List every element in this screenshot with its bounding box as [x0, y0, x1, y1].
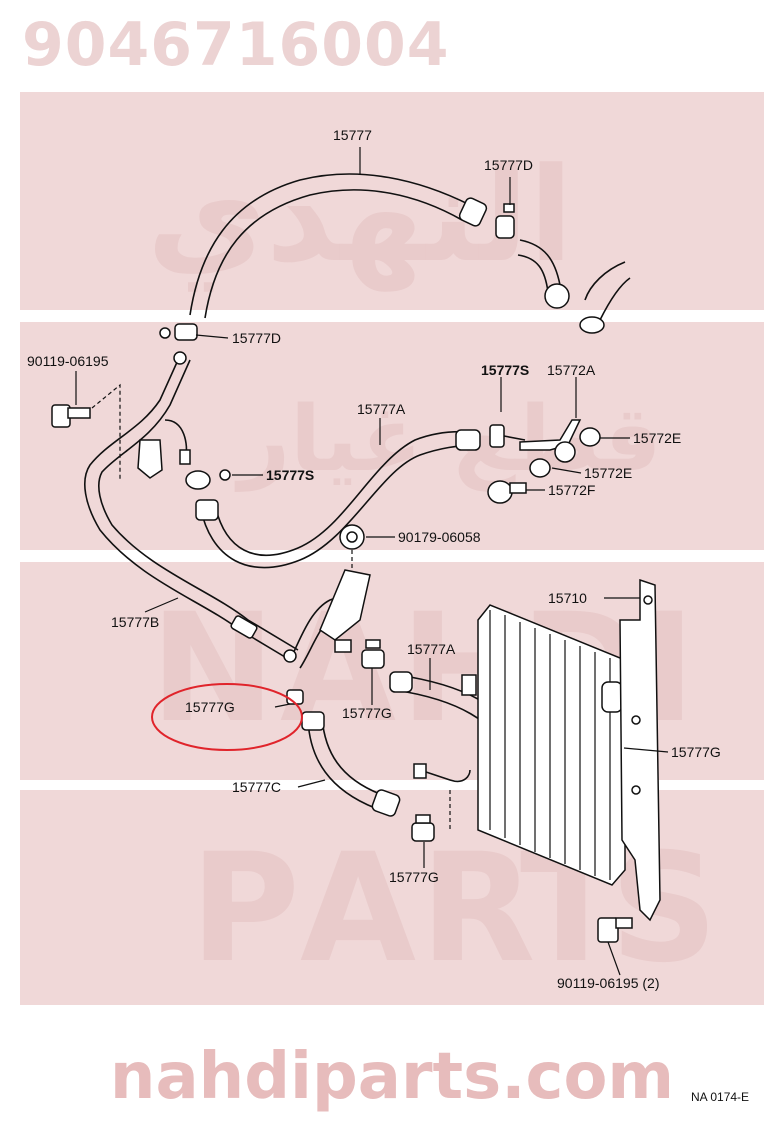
label-clamp-15777s-mid: 15777S: [266, 467, 314, 483]
label-clamp-15777g-mid: 15777G: [342, 705, 392, 721]
label-bolt-bottom: 90119-06195 (2): [557, 975, 659, 991]
clamp-15777d-left: [159, 323, 198, 341]
label-clamp-15777g-circled: 15777G: [185, 699, 235, 715]
label-hose-15777c: 15777C: [232, 779, 281, 795]
elbow-lower: [413, 763, 471, 830]
svg-text:R: R: [420, 822, 536, 996]
label-collar-15772f: 15772F: [548, 482, 595, 498]
label-pipe-15777b: 15777B: [111, 614, 159, 630]
label-clamp-15777g-right: 15777G: [671, 744, 721, 760]
site-url-watermark: nahdiparts.com: [109, 1040, 675, 1114]
grommet-90179: [339, 524, 365, 575]
label-cooler-15710: 15710: [548, 590, 587, 606]
watermark-band-top: [20, 92, 764, 310]
pipe-bracket-upper: [137, 419, 191, 479]
highlight-circle: [151, 683, 303, 751]
label-hose-15777: 15777: [333, 127, 372, 143]
svg-text:P: P: [190, 822, 300, 996]
collar-15772f: [487, 480, 527, 504]
pipe-loop-center: [283, 569, 371, 669]
label-hose-15777a-upper: 15777A: [357, 401, 406, 417]
leader-lines: [75, 147, 669, 976]
label-cushion-15772e-2: 15772E: [584, 465, 632, 481]
oil-cooler-15710: [461, 604, 626, 886]
clamp-15777d-top: [495, 203, 515, 239]
label-bolt-left: 90119-06195: [27, 353, 109, 369]
label-hose-15777a-lower: 15777A: [407, 641, 456, 657]
label-clamp-15777g-bottom: 15777G: [389, 869, 439, 885]
bolt-left: [51, 383, 121, 480]
label-bracket-15772a: 15772A: [547, 362, 596, 378]
elbow-hose-right: [517, 239, 631, 334]
watermark-parts-letters: P A R T S: [190, 822, 718, 996]
clamp-15777s-mid: [185, 469, 231, 490]
label-clamp-15777d-left: 15777D: [232, 330, 281, 346]
pipe-15777b: [84, 351, 299, 661]
clamp-15777g-bottom: [411, 814, 435, 842]
svg-text:N: N: [150, 582, 276, 756]
bracket-15772a: [519, 419, 601, 478]
part-number-header: 9046716004: [22, 10, 450, 80]
bolt-bottom-right: [597, 917, 633, 943]
part-labels: 15777 15777D 15777D 90119-06195 15777S 1…: [27, 127, 721, 991]
label-clamp-15777s-top: 15777S: [481, 362, 529, 378]
hose-15777a-upper: [195, 424, 526, 569]
label-clamp-15777d-top: 15777D: [484, 157, 533, 173]
label-cushion-15772e-1: 15772E: [633, 430, 681, 446]
label-grommet-90179: 90179-06058: [398, 529, 481, 545]
clamp-15777g-mid: [361, 639, 385, 669]
watermark-lettering: النهدي قطع غيار N A H D I P A R T S: [147, 139, 718, 996]
svg-text:S: S: [610, 822, 718, 996]
svg-text:A: A: [300, 822, 416, 996]
hose-15777: [189, 173, 488, 319]
diagram-reference: NA 0174-E: [691, 1090, 750, 1104]
